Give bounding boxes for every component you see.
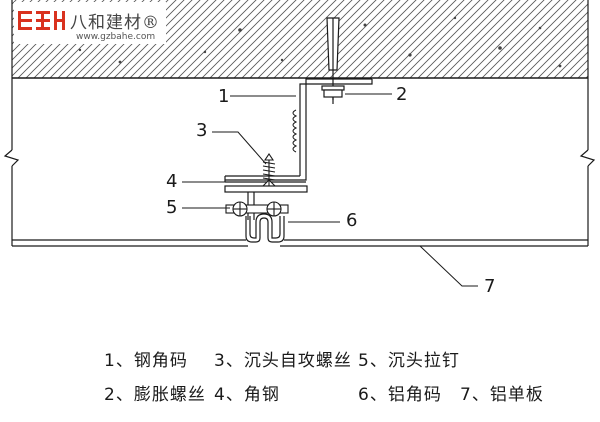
- callout-5: 5: [166, 197, 178, 218]
- callout-4: 4: [166, 171, 178, 192]
- callout-3: 3: [196, 120, 208, 141]
- legend-item-expansion-bolt: 2、膨胀螺丝: [104, 385, 206, 405]
- aluminium-panel: [12, 239, 588, 247]
- legend-item-aluminium-corner: 6、铝角码: [358, 385, 442, 405]
- leader-lines: [182, 93, 478, 287]
- legend-item-self-tapping-screw: 3、沉头自攻螺丝: [214, 351, 352, 371]
- callout-2: 2: [396, 84, 408, 105]
- steel-angle-bracket: [224, 78, 373, 183]
- callout-1: 1: [218, 86, 230, 107]
- legend-item-rivet: 5、沉头拉钉: [358, 351, 460, 371]
- concrete-slab: [11, 0, 589, 79]
- callout-7: 7: [484, 276, 496, 297]
- brand-url: www.gzbahe.com: [76, 32, 156, 42]
- legend-item-angle-steel: 4、角钢: [214, 385, 280, 405]
- wall-lines: [3, 78, 596, 246]
- legend-item-aluminium-panel: 7、铝单板: [460, 385, 544, 405]
- callout-6: 6: [346, 210, 358, 231]
- legend-item-steel-bracket: 1、钢角码: [104, 351, 188, 371]
- brand-logo-mark: [18, 11, 65, 30]
- aluminium-corner-piece: [245, 213, 285, 243]
- brand-name: 八和建材®: [70, 13, 160, 33]
- countersunk-rivets: [225, 201, 289, 217]
- expansion-bolt: [321, 17, 345, 104]
